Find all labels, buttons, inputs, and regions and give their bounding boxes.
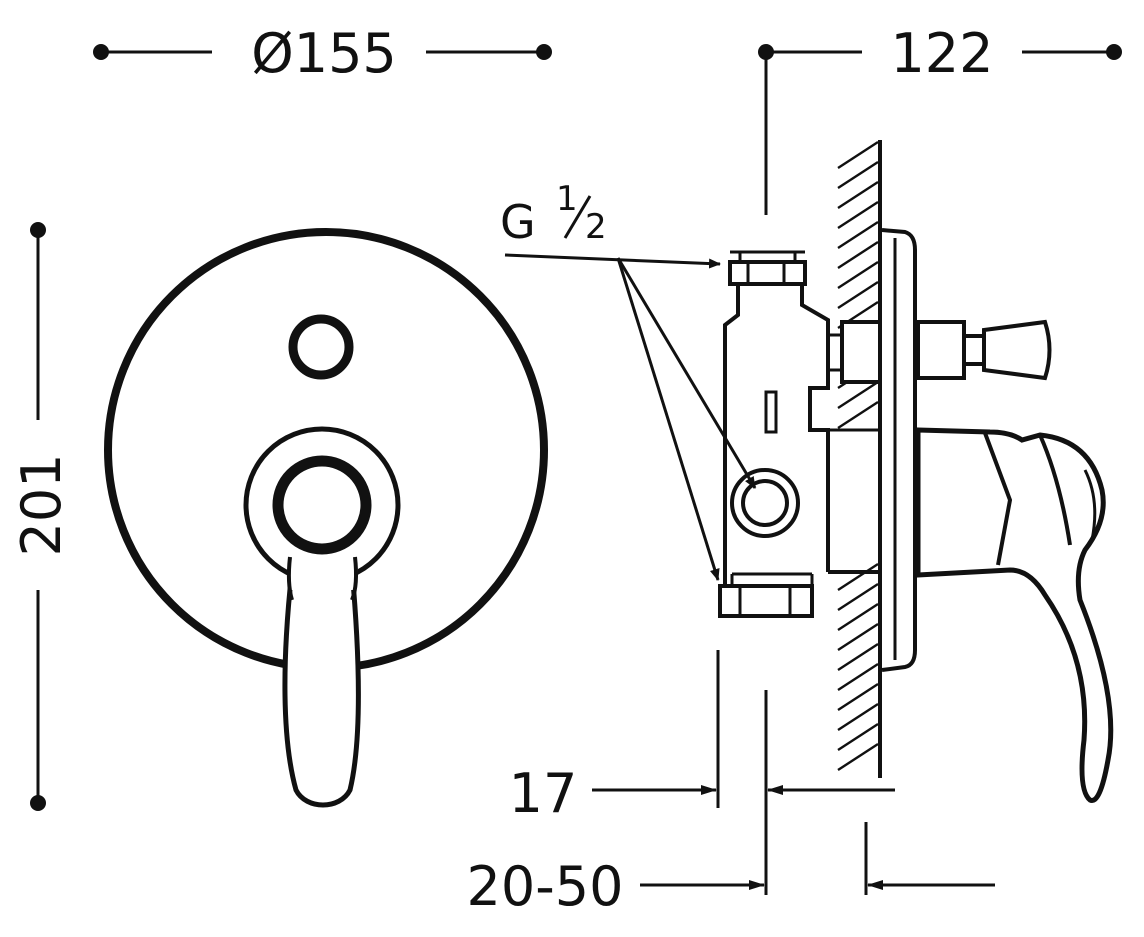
depth-dimension: 122 bbox=[758, 22, 1122, 215]
cartridge-stem bbox=[828, 320, 882, 384]
wall-section bbox=[837, 140, 882, 778]
thread-fraction-bar bbox=[563, 195, 592, 239]
height-dimension: 201 bbox=[10, 222, 73, 811]
diverter-knob-side bbox=[916, 319, 1052, 381]
installation-dimensions: 17 20-50 bbox=[467, 650, 995, 918]
side-view: 122 bbox=[467, 22, 1122, 918]
height-label: 201 bbox=[10, 453, 73, 556]
depth-label: 122 bbox=[890, 22, 993, 85]
diameter-dimension: Ø155 bbox=[93, 22, 552, 85]
thread-fraction-top: 1 bbox=[556, 179, 578, 219]
depth-endpoint-right bbox=[1106, 44, 1122, 60]
thread-leader-top bbox=[504, 253, 721, 269]
thread-leader-middle bbox=[616, 257, 757, 489]
thread-leader-bottom bbox=[616, 257, 720, 581]
wall-hatching bbox=[837, 140, 879, 772]
thread-annotation: G 1 2 bbox=[500, 179, 757, 581]
wall-range-label: 20-50 bbox=[467, 855, 624, 918]
front-view: Ø155 201 bbox=[10, 22, 552, 811]
thread-label: G bbox=[500, 195, 536, 249]
wall-min-label: 17 bbox=[509, 762, 578, 825]
lever-handle-front bbox=[243, 426, 401, 808]
height-endpoint-bottom bbox=[30, 795, 46, 811]
diverter-knob bbox=[288, 314, 354, 380]
lever-handle-side bbox=[915, 427, 1114, 803]
diameter-endpoint-right bbox=[536, 44, 552, 60]
valve-body bbox=[718, 250, 880, 618]
diameter-label: Ø155 bbox=[251, 22, 397, 85]
thread-fraction-bottom: 2 bbox=[585, 207, 607, 247]
escutcheon-plate-side bbox=[881, 228, 917, 672]
